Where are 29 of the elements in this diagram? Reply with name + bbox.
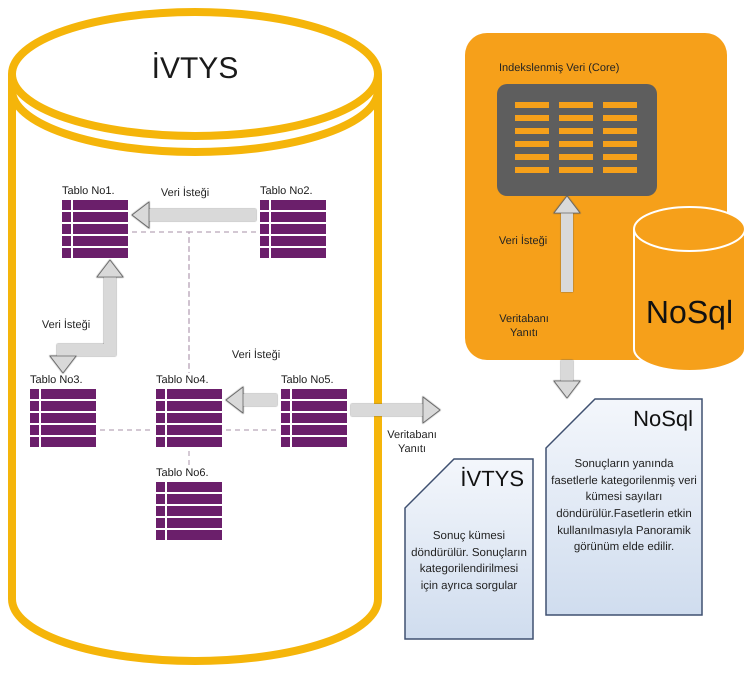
database-label: NoSql [644, 294, 734, 331]
table-title: Tablo No6. [155, 466, 210, 481]
document-title: İVTYS [460, 466, 524, 492]
edge-label: Veritabanı Yanıtı [386, 428, 438, 457]
connector-line [226, 386, 277, 414]
database-title: İVTYS [150, 52, 240, 86]
edge-label: Veri İsteği [40, 318, 92, 332]
connector-line [132, 202, 256, 228]
edge-label: Veri İsteği [498, 234, 548, 248]
document-text: Sonuçların yanında fasetlerle kategorilenmiş veri kümesi sayıları döndürülür.Fasetlerin etkin kullanılmasıyla Panoramik görünüm elde edilir. [551, 457, 697, 556]
table-title: Tablo No2. [259, 184, 314, 199]
connector-line [351, 396, 440, 424]
connector-line [100, 429, 152, 431]
table-title: Tablo No5. [280, 373, 335, 388]
connector-line [554, 196, 580, 292]
table-title: Tablo No4. [155, 373, 210, 388]
document-text: Sonuç kümesi döndürülür. Sonuçların kategorilendirilmesi için ayrıca sorgular [410, 529, 528, 594]
connector-line [226, 429, 277, 431]
connector-line [50, 260, 124, 374]
connector-line [554, 360, 580, 398]
edge-label: Veri İsteği [160, 186, 210, 200]
connector-line [188, 451, 190, 466]
document-title: NoSql [633, 406, 693, 432]
table-title: Tablo No1. [61, 184, 116, 199]
edge-label: Veritabanı Yanıtı [498, 312, 550, 341]
table-title: Tablo No3. [29, 373, 84, 388]
panel-title: Indekslenmiş Veri (Core) [499, 62, 620, 74]
edge-label: Veri İsteği [230, 348, 282, 362]
connector-line [188, 231, 256, 373]
